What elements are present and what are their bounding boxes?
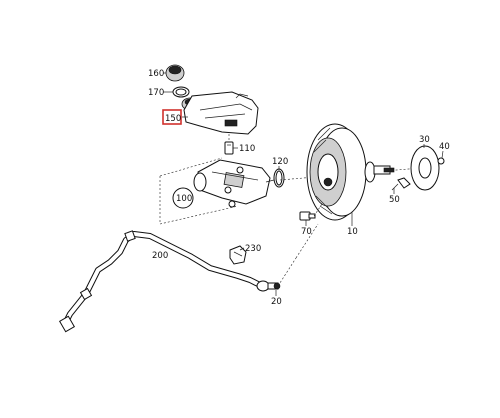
- callout-120: 120: [272, 157, 288, 167]
- callout-100: 100: [176, 194, 192, 204]
- part-20-check-valve: [256, 280, 281, 292]
- part-30-gasket: [410, 145, 440, 191]
- callout-200: 200: [152, 251, 168, 261]
- part-230-clip: [229, 245, 247, 265]
- highlight-box-150: [162, 109, 182, 125]
- callout-50: 50: [389, 195, 400, 205]
- part-150-reservoir: [181, 91, 259, 135]
- callout-10: 10: [347, 227, 358, 237]
- callout-40: 40: [439, 142, 450, 152]
- part-170-seal: [172, 86, 190, 98]
- callout-110: 110: [239, 144, 255, 154]
- part-100-master-cylinder: [193, 159, 271, 208]
- part-10-brake-booster: [306, 123, 395, 221]
- callout-230: 230: [245, 244, 261, 254]
- part-40-ring: [437, 157, 445, 165]
- callout-160: 160: [148, 69, 164, 79]
- part-50-bolt: [391, 177, 411, 191]
- part-200-vacuum-hose: [58, 230, 261, 333]
- callout-30: 30: [419, 135, 430, 145]
- part-110-clip: [224, 141, 234, 155]
- part-120-oring: [273, 168, 285, 188]
- callout-20: 20: [271, 297, 282, 307]
- callout-70: 70: [301, 227, 312, 237]
- callout-150: 150: [165, 114, 181, 124]
- callout-170: 170: [148, 88, 164, 98]
- part-70-fitting: [299, 211, 316, 221]
- part-160-cap: [165, 64, 185, 82]
